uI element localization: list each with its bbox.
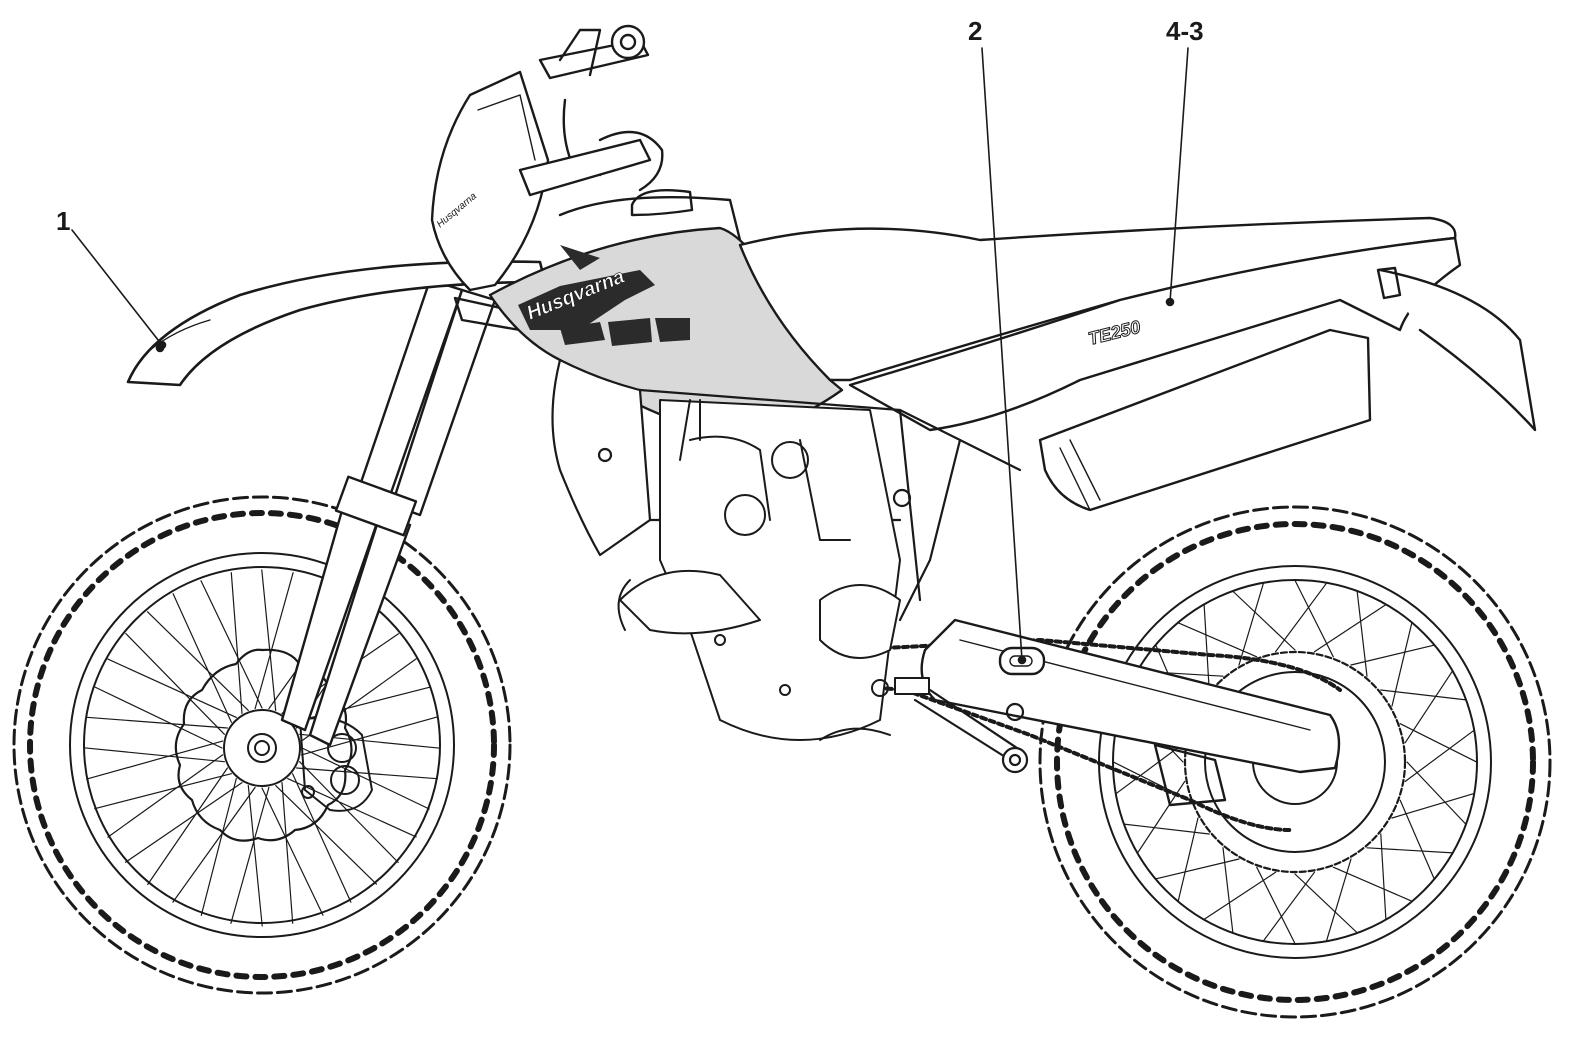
leader-lines: [71, 47, 1189, 665]
front-spoke: [254, 572, 294, 710]
front-spoke: [94, 686, 223, 749]
radiator-shroud: [551, 358, 652, 557]
number-plate: [430, 70, 550, 292]
rear-spoke: [1231, 590, 1296, 651]
callout-2: 2: [968, 16, 983, 46]
rear-sprocket: [1183, 650, 1407, 874]
front-spoke: [200, 580, 263, 709]
rear-wheel: [1038, 505, 1552, 1019]
front-spoke: [230, 572, 243, 715]
leader-line-1: [71, 229, 163, 346]
front-spoke: [296, 767, 438, 780]
engine: [617, 399, 901, 741]
rear-spoke: [1222, 847, 1234, 934]
front-tire-knobs: [27, 510, 497, 980]
front-rim: [69, 552, 455, 938]
front-spoke: [146, 611, 249, 712]
rear-spoke: [1203, 603, 1210, 691]
front-spoke: [107, 658, 237, 719]
leader-dot-1: [157, 340, 167, 350]
front-tire-outer: [12, 495, 512, 995]
rear-spoke: [1406, 761, 1467, 826]
front-spoke: [124, 781, 243, 863]
rear-spoke: [1177, 622, 1258, 658]
front-spoke: [299, 761, 399, 864]
front-spoke: [281, 781, 294, 924]
rear-sprocket-inner: [1204, 671, 1386, 853]
callout-1: 1: [56, 206, 71, 236]
tank-graphics: [518, 245, 690, 346]
front-spoke: [86, 740, 224, 780]
front-spoke: [172, 786, 256, 903]
rear-spoke: [1332, 866, 1413, 902]
rear-spoke: [1404, 729, 1475, 783]
front-spoke: [300, 716, 438, 756]
front-spoke: [94, 773, 232, 810]
rear-spoke: [1391, 792, 1475, 819]
front-spoke: [147, 767, 228, 886]
rear-spoke: [1399, 799, 1435, 880]
callout-4-3: 4-3: [1166, 16, 1204, 46]
swingarm: [920, 618, 1341, 807]
front-spoke: [172, 593, 232, 723]
front-spoke: [261, 787, 324, 916]
front-spoke: [261, 569, 277, 712]
front-spoke: [247, 784, 263, 927]
front-spoke: [230, 786, 270, 924]
rear-spoke: [1356, 590, 1368, 677]
rear-spoke: [1380, 833, 1387, 921]
leader-line-4-3: [1169, 47, 1189, 303]
front-spoke: [83, 747, 225, 763]
muffler: [1038, 328, 1372, 512]
rear-tire-outer: [1038, 505, 1552, 1019]
rear-spoke: [1325, 858, 1352, 942]
rear-spoke: [1294, 579, 1334, 658]
rear-spoke: [1366, 847, 1454, 854]
front-wheel: [12, 495, 512, 995]
rear-tire-knobs: [1054, 521, 1536, 1003]
footpeg: [894, 677, 930, 695]
leader-line-2: [981, 47, 1023, 661]
rear-spoke: [1294, 873, 1359, 934]
rear-spoke: [1404, 670, 1454, 744]
rear-spoke: [1391, 621, 1413, 707]
rear-side-panel: [848, 236, 1537, 432]
rear-spoke: [1238, 582, 1265, 666]
front-spoke: [287, 777, 417, 838]
front-rim-inner: [83, 566, 441, 924]
front-hub: [223, 709, 301, 787]
front-spokes: [83, 569, 441, 927]
front-forks: [280, 278, 522, 747]
rear-linkage: [913, 688, 1029, 774]
rear-spoke: [1136, 780, 1186, 854]
leader-dot-4-3: [1165, 297, 1175, 307]
handlebar: [518, 24, 664, 197]
rear-spoke: [1177, 817, 1199, 903]
front-spoke: [86, 716, 228, 729]
front-spoke: [301, 747, 430, 810]
rear-spoke: [1313, 603, 1387, 653]
front-spoke: [107, 754, 224, 838]
front-axle-nut: [254, 740, 270, 756]
front-spoke: [200, 777, 237, 916]
rear-spoke: [1256, 866, 1296, 945]
front-spoke: [275, 784, 378, 885]
front-axle: [247, 733, 277, 763]
rear-spoke: [1115, 741, 1186, 795]
rear-spoke: [1203, 871, 1277, 921]
leader-dot-2: [1017, 655, 1027, 665]
front-spoke: [125, 632, 225, 735]
